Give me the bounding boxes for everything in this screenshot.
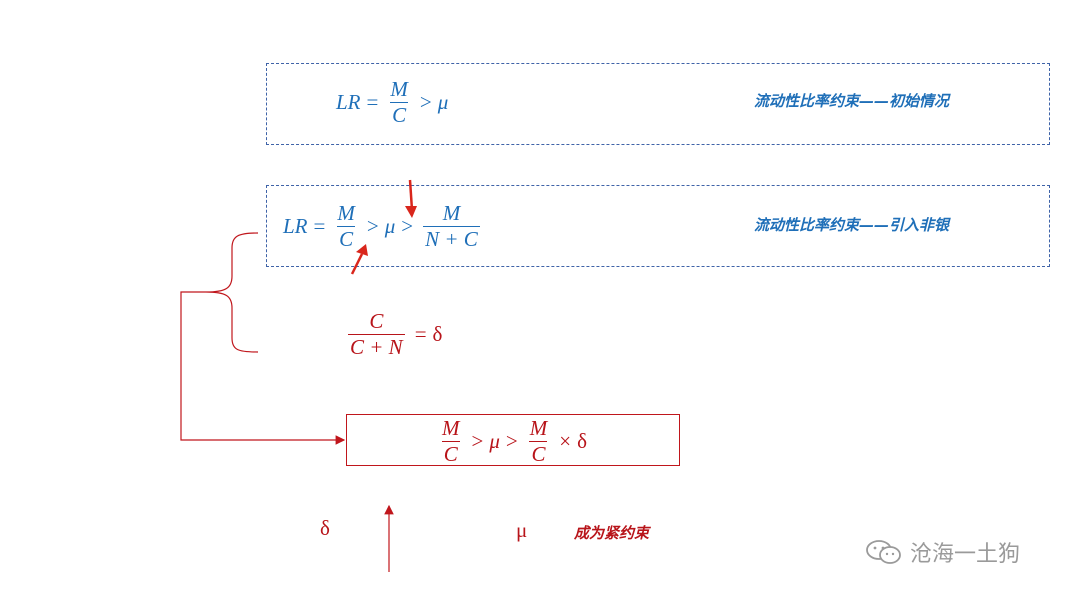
greater-than-sign: >	[419, 89, 432, 114]
equals-sign: =	[366, 89, 379, 114]
numerator: M	[390, 77, 408, 102]
m-over-n-plus-c-fraction: M N + C	[423, 201, 480, 251]
delta-symbol: δ	[432, 321, 443, 346]
mu-symbol: μ	[437, 89, 449, 114]
m-over-c-fraction: M C	[335, 201, 357, 251]
mu-symbol: μ	[384, 213, 396, 238]
up-right-arrow-head	[356, 244, 368, 256]
watermark-text: 沧海一土狗	[910, 542, 1021, 567]
result-box	[346, 414, 680, 466]
initial-condition-box	[266, 63, 1050, 145]
down-arrow-head	[405, 206, 417, 218]
denominator: C	[441, 440, 460, 466]
wechat-icon	[866, 540, 901, 564]
formula-non-bank: LR = M C > μ > M N + C	[283, 196, 484, 256]
lr-symbol: LR	[283, 213, 308, 238]
m-over-c-fraction: M C	[388, 77, 410, 127]
delta-symbol: δ	[577, 428, 587, 453]
m-over-c-fraction: M C	[528, 416, 550, 466]
up-right-arrow-icon	[350, 253, 364, 275]
numerator: M	[337, 201, 355, 226]
note-non-bank: 流动性比率约束——引入非银	[754, 216, 950, 234]
brace-to-result-connector	[180, 291, 346, 445]
denominator: N + C	[423, 225, 480, 251]
greater-than-sign: >	[366, 213, 379, 238]
denominator: C	[390, 101, 409, 127]
formula-result: M C > μ > M C × δ	[436, 412, 587, 470]
equals-sign: =	[313, 213, 326, 238]
greater-than-sign: >	[505, 428, 518, 453]
greater-than-sign: >	[471, 428, 484, 453]
numerator: M	[529, 416, 548, 441]
denominator: C + N	[348, 333, 405, 359]
numerator: M	[442, 416, 460, 441]
lr-symbol: LR	[336, 89, 361, 114]
watermark: 沧海一土狗	[864, 536, 1020, 568]
bottom-delta-symbol: δ	[320, 516, 330, 540]
non-bank-box	[266, 185, 1050, 267]
note-initial: 流动性比率约束——初始情况	[754, 92, 950, 110]
numerator: M	[442, 201, 461, 226]
formula-delta-definition: C C + N = δ	[344, 305, 442, 363]
m-over-c-fraction: M C	[440, 416, 462, 466]
greater-than-sign: >	[401, 213, 414, 238]
grouping-brace	[205, 232, 259, 353]
down-arrow-icon	[408, 179, 414, 211]
tight-constraint-note: 成为紧约束	[574, 524, 650, 542]
c-over-c-plus-n-fraction: C C + N	[348, 309, 405, 359]
numerator: C	[369, 309, 384, 334]
denominator: C	[529, 440, 548, 466]
bottom-mu-symbol: μ	[516, 518, 528, 542]
times-sign: ×	[559, 428, 572, 453]
equals-sign: =	[414, 321, 427, 346]
denominator: C	[337, 225, 356, 251]
mu-symbol: μ	[489, 428, 500, 453]
formula-initial: LR = M C > μ	[336, 72, 448, 132]
